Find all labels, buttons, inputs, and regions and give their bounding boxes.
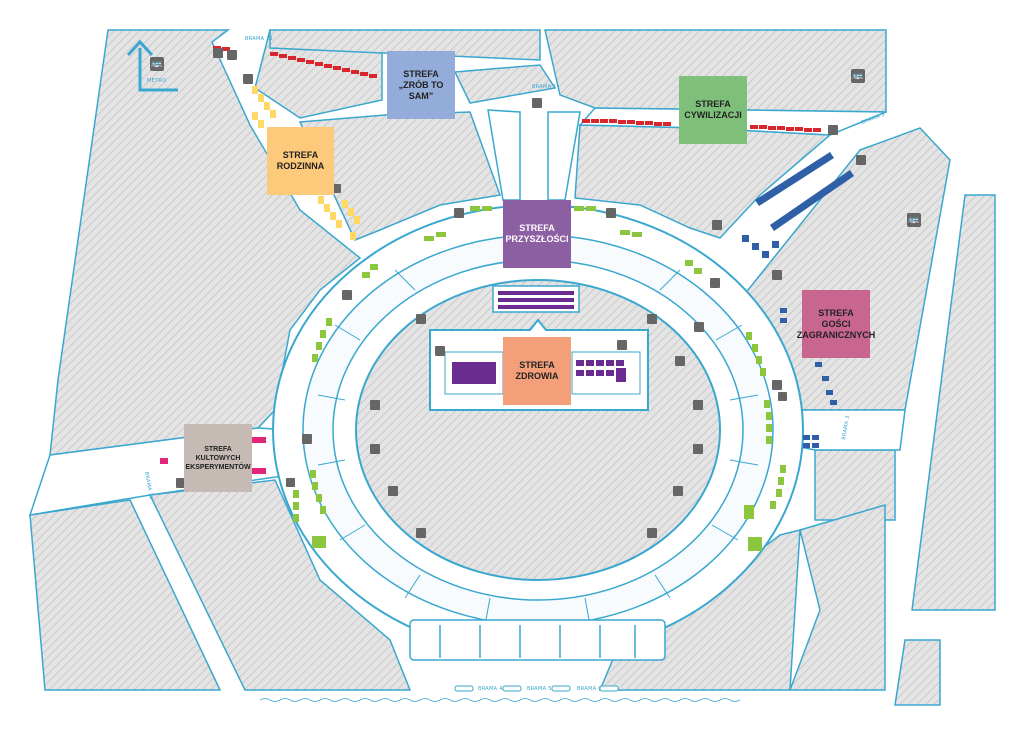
gate-label-10: BRAMA 10 — [143, 471, 154, 500]
info-icon — [176, 478, 186, 488]
accessibility-icon — [286, 478, 295, 487]
toilet-icon — [675, 356, 685, 366]
stage-seats — [498, 291, 574, 309]
first-aid-icon — [227, 50, 237, 60]
zone-rodzinna[interactable]: STREFA RODZINNA — [267, 127, 334, 195]
toilet-icon — [772, 380, 782, 390]
info-icon — [243, 74, 253, 84]
info-icon — [710, 278, 720, 288]
gate-label-11: BRAMA 11 — [245, 36, 273, 42]
north-walkways — [487, 109, 581, 201]
river-line — [259, 698, 741, 702]
toilet-icon — [532, 98, 542, 108]
toilet-icon — [617, 340, 627, 350]
block-far-east — [911, 194, 996, 611]
zone-zdrowia[interactable]: STREFA ZDROWIA — [503, 337, 571, 405]
facility-icons — [176, 48, 866, 538]
toilet-icon — [712, 220, 722, 230]
info-icon — [213, 48, 223, 58]
toilet-icon — [342, 290, 352, 300]
info-icon — [828, 125, 838, 135]
stadium — [272, 204, 804, 661]
metro-arrow-icon — [126, 39, 178, 92]
toilet-icon — [693, 400, 703, 410]
toilet-icon — [435, 346, 445, 356]
stalls-red — [213, 46, 821, 132]
stalls-pink — [160, 437, 266, 474]
accessibility-icon — [778, 392, 787, 401]
zone-kultowych-eksperymentow[interactable]: STREFA KULTOWYCH EKSPERYMENTÓW — [184, 424, 252, 492]
toilet-icon — [302, 434, 312, 444]
city-blocks — [29, 29, 996, 706]
block-southwest — [29, 499, 222, 691]
bus-icon: 🚌 — [150, 57, 164, 71]
block-far-east-bottom — [894, 639, 941, 706]
gate-label-6: BRAMA 6 — [577, 686, 602, 692]
toilet-icon — [693, 444, 703, 454]
stalls-blue — [742, 152, 854, 448]
toilet-icon — [416, 314, 426, 324]
bus-icon: 🚌 — [851, 69, 865, 83]
zone-cywilizacji[interactable]: STREFA CYWILIZACJI — [679, 76, 747, 144]
info-icon — [332, 184, 341, 193]
metro-label: METRO — [147, 78, 166, 84]
block-top-center — [453, 64, 557, 104]
food-icon — [606, 208, 616, 218]
gate-label-1: BRAMA 1 — [532, 84, 557, 90]
toilet-icon — [370, 444, 380, 454]
food-icon — [454, 208, 464, 218]
zone-przyszlosci[interactable]: STREFA PRZYSZŁOŚCI — [503, 200, 571, 268]
south-gate-bars — [454, 685, 619, 692]
toilet-icon — [370, 400, 380, 410]
toilet-icon — [647, 314, 657, 324]
block-top-strip — [269, 29, 541, 61]
stalls-yellow — [252, 86, 360, 240]
south-gates — [409, 619, 666, 661]
info-icon — [856, 155, 866, 165]
block-southeast-2 — [788, 503, 886, 691]
toilet-icon — [772, 270, 782, 280]
stalls-green — [293, 206, 786, 551]
toilet-icon — [416, 528, 426, 538]
gate-label-4: BRAMA 4 — [478, 686, 503, 692]
zone-gosci-zagranicznych[interactable]: STREFA GOŚCI ZAGRANICZNYCH — [797, 290, 875, 358]
bus-icon: 🚌 — [907, 213, 921, 227]
gate-label-3: BRAMA 3 — [841, 415, 851, 440]
toilet-icon — [673, 486, 683, 496]
first-aid-icon — [694, 322, 704, 332]
toilet-icon — [388, 486, 398, 496]
block-southwest-2 — [148, 479, 412, 691]
zone-zrob-to-sam[interactable]: STREFA „ZRÓB TO SAM” — [387, 51, 455, 119]
toilet-icon — [647, 528, 657, 538]
gate-label-5: BRAMA 5 — [527, 686, 552, 692]
